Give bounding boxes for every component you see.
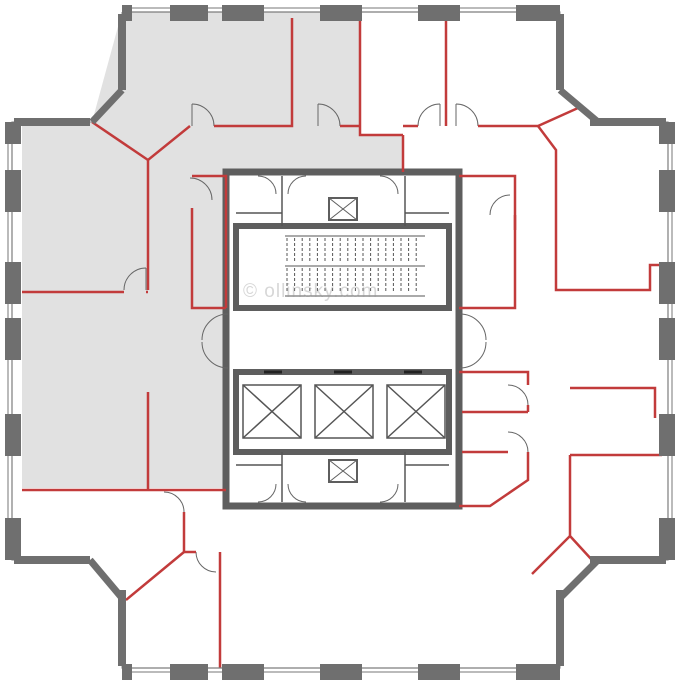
exterior-pier	[5, 170, 21, 212]
exterior-pier	[516, 5, 560, 21]
shaft-bottom	[328, 459, 358, 483]
exterior-corner-wall	[557, 87, 601, 125]
exterior-pier	[5, 262, 21, 304]
exterior-pier	[659, 262, 675, 304]
exterior-corner-wall	[87, 557, 125, 601]
exterior-pier	[320, 664, 362, 680]
exterior-corner-wall	[557, 557, 601, 601]
exterior-pier	[590, 118, 666, 126]
exterior-pier	[418, 664, 460, 680]
exterior-pier	[170, 5, 208, 21]
exterior-pier	[222, 664, 264, 680]
building-core	[222, 168, 463, 510]
exterior-pier	[14, 556, 90, 564]
exterior-walls	[5, 5, 675, 680]
exterior-corner-wall	[89, 87, 125, 125]
exterior-pier	[590, 556, 666, 564]
exterior-pier	[222, 5, 264, 21]
windows	[7, 7, 673, 673]
exterior-pier	[320, 5, 362, 21]
exterior-pier	[170, 664, 208, 680]
exterior-pier	[118, 590, 126, 666]
stair-enclosure	[233, 223, 452, 311]
interior-partitions	[22, 18, 662, 668]
exterior-pier	[118, 14, 126, 90]
exterior-pier	[659, 414, 675, 456]
exterior-pier	[5, 518, 21, 560]
exterior-pier	[516, 664, 560, 680]
exterior-pier	[659, 170, 675, 212]
core-outer-wall	[222, 168, 463, 510]
exterior-pier	[659, 518, 675, 560]
exterior-pier	[14, 118, 90, 126]
exterior-pier	[122, 664, 132, 680]
stair-treads	[285, 235, 425, 297]
exterior-pier	[418, 5, 460, 21]
leased-area-shading	[22, 12, 403, 488]
door-swings	[123, 103, 529, 573]
exterior-pier	[556, 14, 564, 90]
exterior-pier	[659, 122, 675, 144]
exterior-pier	[659, 318, 675, 360]
exterior-pier	[122, 5, 132, 21]
elevator-cars	[242, 384, 446, 439]
exterior-pier	[556, 590, 564, 666]
stair-steps	[286, 238, 417, 292]
shaft-top	[328, 197, 358, 221]
restroom-partitions	[236, 176, 449, 502]
exterior-pier	[5, 414, 21, 456]
exterior-pier	[5, 318, 21, 360]
exterior-pier	[5, 122, 21, 144]
